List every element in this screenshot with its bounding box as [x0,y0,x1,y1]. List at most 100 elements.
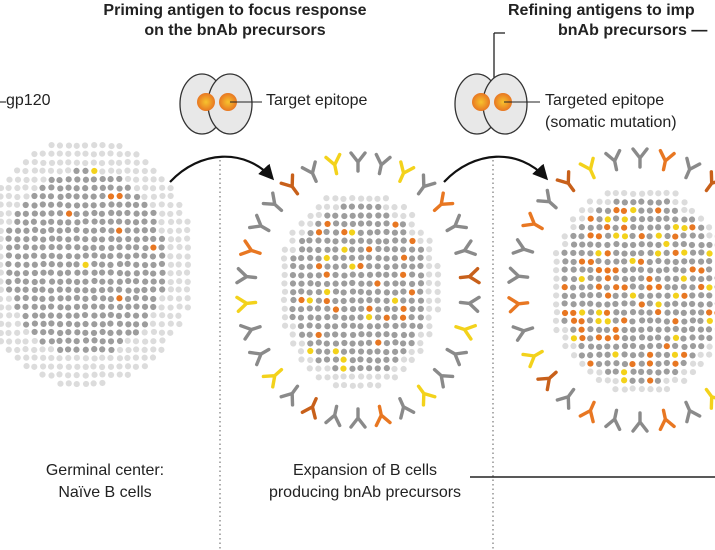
b-cell-dot [646,368,653,376]
b-cell-dot [392,339,399,346]
b-cell-dot [324,348,331,355]
b-cell-dot [383,246,390,253]
b-cell-dot [689,232,696,239]
b-cell-dot [671,207,679,214]
antibody-icon [507,296,530,314]
b-cell-dot [595,266,603,274]
b-cell-dot [366,229,374,236]
b-cell-dot [132,219,140,226]
b-cell-dot [65,219,72,226]
b-cell-dot [289,272,297,279]
b-cell-dot [307,347,314,355]
antibody-icon [300,397,318,420]
b-cell-dot [349,220,357,228]
b-cell-dot [375,331,382,338]
b-cell-dot [391,314,398,321]
b-cell-dot [65,261,73,268]
b-cell-dot [570,232,577,240]
b-cell-dot [289,229,296,236]
b-cell-dot [630,223,637,231]
b-cell-dot [374,229,381,236]
b-cell-dot [680,240,687,248]
b-cell-dot [5,261,12,268]
b-cell-dot [647,189,654,197]
b-cell-dot [655,257,662,265]
b-cell-dot [82,320,89,328]
b-cell-dot [31,235,38,242]
b-cell-dot [167,278,174,286]
b-cell-dot [107,278,114,285]
b-cell-dot [612,215,620,222]
b-cell-dot [561,309,569,317]
b-cell-dot [56,371,63,378]
b-cell-dot [57,193,64,200]
b-cell-dot [383,280,390,287]
b-cell-dot [348,373,356,380]
b-cell-dot [654,275,662,283]
b-cell-dot [167,295,174,302]
b-cell-dot [64,167,72,174]
b-cell-dot [553,292,560,299]
b-cell-dot [158,176,165,183]
antibody-icon [248,213,271,233]
b-cell-dot [22,269,29,277]
antibody-icon [704,387,715,410]
b-cell-dot [604,360,611,367]
b-cell-dot [107,269,114,276]
b-cell-dot [621,335,629,342]
b-cell-dot [65,202,72,209]
b-cell-dot [595,360,603,368]
b-cell-dot [150,346,157,353]
b-cell-dot [332,373,339,380]
b-cell-dot [365,254,373,261]
b-cell-dot [133,227,140,234]
b-cell-dot [587,207,594,214]
b-cell-dot [48,235,56,242]
b-cell-dot [175,295,183,302]
b-cell-dot [596,326,603,333]
b-cell-dot [281,305,288,312]
refining-heading-line1: Refining antigens to imp [508,2,695,19]
b-cell-dot [159,184,166,191]
b-cell-dot [689,309,696,316]
b-cell-dot [340,365,347,372]
b-cell-dot [99,218,106,225]
b-cell-dot [671,376,679,384]
b-cell-dot [107,303,115,310]
b-cell-dot [706,241,713,249]
b-cell-dot [82,287,89,294]
germinal-caption-1: Germinal center: [45,462,165,479]
antibody-icon [374,152,392,176]
b-cell-dot [98,150,106,157]
b-cell-dot [107,311,114,319]
b-cell-dot [91,321,98,328]
b-cell-dot [107,184,114,191]
b-cell-dot [39,295,46,303]
b-cell-dot [399,340,407,347]
b-cell-dot [91,355,98,362]
b-cell-dot [672,334,680,341]
b-cell-dot [383,373,390,380]
b-cell-dot [132,168,140,175]
b-cell-dot [374,373,382,380]
b-cell-dot [48,372,55,379]
b-cell-dot [124,227,131,234]
b-cell-dot [56,321,64,328]
b-cell-dot [323,203,331,210]
b-cell-dot [298,263,305,271]
b-cell-dot [672,241,679,248]
b-cell-dot [74,363,81,370]
b-cell-dot [672,198,679,206]
b-cell-dot [48,328,55,336]
b-cell-dot [621,342,629,350]
b-cell-dot [638,207,645,214]
b-cell-dot [672,342,679,350]
b-cell-dot [116,252,123,259]
antibody-icon [521,349,544,369]
b-cell-dot [150,235,157,243]
b-cell-dot [315,323,322,330]
b-cell-dot [167,270,174,277]
b-cell-dot [569,292,577,300]
b-cell-dot [73,294,81,302]
